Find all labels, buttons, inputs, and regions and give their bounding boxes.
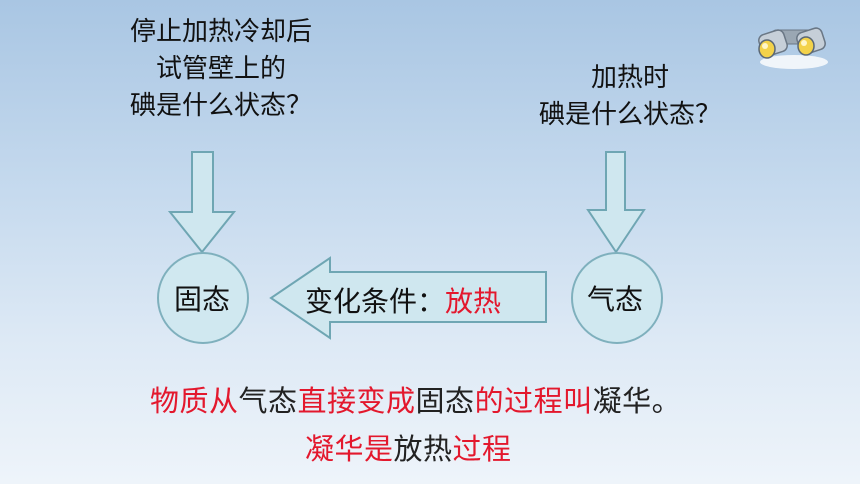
conclusion-line: 凝华是放热过程 — [305, 426, 512, 468]
change-condition-prefix: 变化条件： — [305, 285, 446, 318]
question-right: 加热时 碘是什么状态？ — [505, 60, 755, 134]
question-left-line-3: 碘是什么状态？ — [129, 91, 312, 121]
solid-state-label: 固态 — [173, 283, 230, 316]
solid-state-circle — [157, 252, 249, 344]
binoculars-icon — [758, 27, 828, 69]
question-right-line-1: 加热时 — [590, 63, 669, 93]
conclusion-part: 放热 — [393, 432, 453, 466]
gas-state-circle — [571, 252, 663, 344]
question-left-line-2: 试管壁上的 — [155, 54, 286, 84]
change-condition-label: 变化条件：放热 — [305, 280, 501, 320]
definition-part: 直接变成 — [297, 384, 416, 418]
down-arrow-right — [586, 151, 646, 254]
change-condition-value: 放热 — [445, 285, 502, 318]
definition-part: 固态 — [415, 384, 475, 418]
down-arrow-left — [167, 151, 237, 254]
question-left: 停止加热冷却后 试管壁上的 碘是什么状态？ — [96, 14, 346, 125]
conclusion-part: 过程 — [452, 432, 512, 466]
question-left-line-1: 停止加热冷却后 — [129, 17, 312, 47]
gas-state-label: 气态 — [586, 283, 643, 316]
definition-part: 凝华。 — [592, 384, 682, 418]
definition-line: 物质从气态直接变成固态的过程叫凝华。 — [150, 378, 681, 420]
definition-part: 气态 — [238, 384, 298, 418]
left-arrow — [269, 256, 547, 340]
question-right-line-2: 碘是什么状态？ — [538, 100, 721, 130]
conclusion-part: 凝华是 — [305, 432, 394, 466]
definition-part: 物质从 — [150, 384, 239, 418]
definition-part: 的过程叫 — [474, 384, 593, 418]
